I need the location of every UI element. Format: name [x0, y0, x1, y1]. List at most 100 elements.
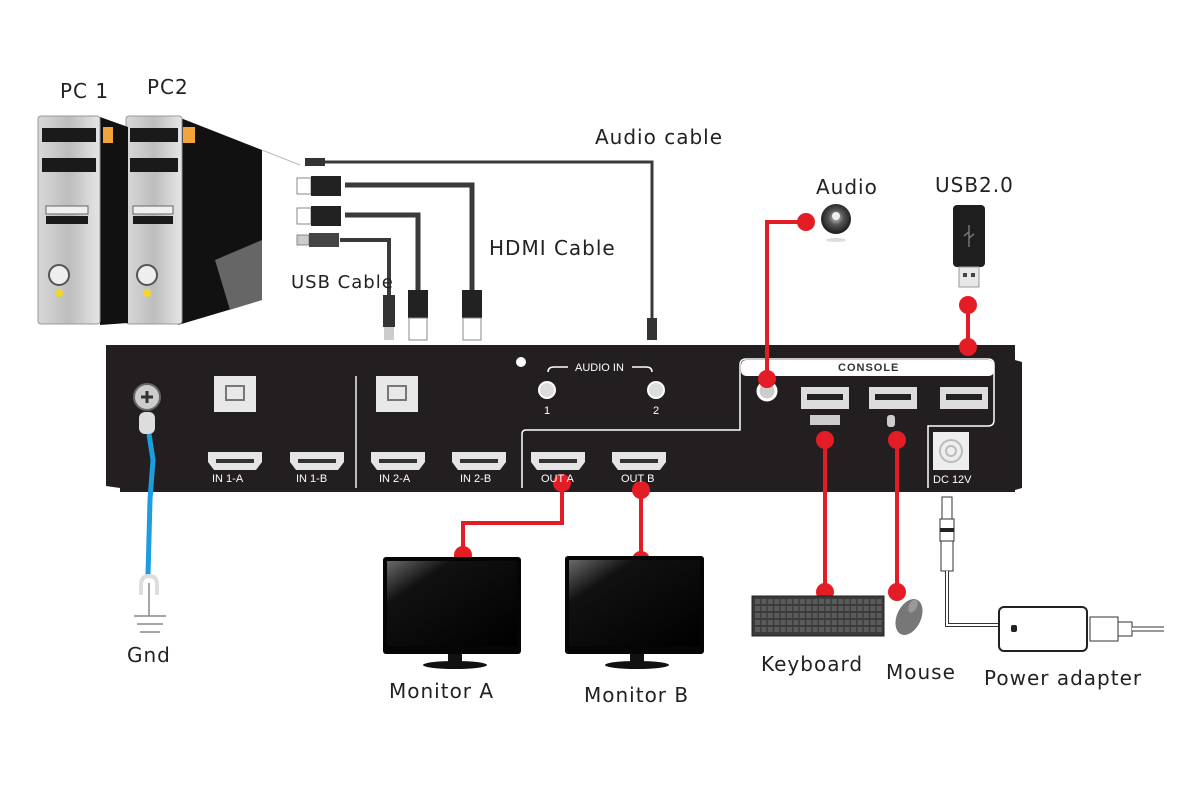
port-label-in1a: IN 1-A — [212, 473, 244, 485]
keyboard-key — [825, 606, 831, 611]
keyboard-key — [876, 620, 882, 625]
keyboard-key — [780, 599, 786, 604]
keyboard-key — [844, 599, 850, 604]
keyboard-key — [774, 606, 780, 611]
audio-cable — [305, 158, 657, 340]
pc-2 — [125, 115, 262, 325]
keyboard-key — [863, 627, 869, 632]
keyboard-key — [799, 606, 805, 611]
port-label-audio-in: AUDIO IN — [575, 362, 624, 374]
keyboard-key — [851, 620, 856, 625]
keyboard-key — [806, 606, 812, 611]
keyboard-key — [799, 627, 805, 632]
label-hdmi-cable: HDMI Cable — [489, 236, 616, 260]
label-gnd: Gnd — [127, 643, 171, 667]
keyboard-key — [876, 613, 882, 618]
keyboard-key — [819, 613, 824, 618]
keyboard-key — [870, 606, 876, 611]
keyboard-key — [761, 599, 767, 604]
keyboard-key — [825, 613, 831, 618]
keyboard-key — [755, 620, 760, 625]
keyboard-key — [831, 613, 837, 618]
speaker-icon — [821, 204, 851, 242]
usb-stick-icon — [953, 205, 985, 288]
label-monitor-b: Monitor B — [584, 683, 690, 707]
keyboard-key — [774, 627, 780, 632]
keyboard-key — [761, 606, 767, 611]
keyboard-key — [857, 627, 863, 632]
keyboard-key — [755, 606, 760, 611]
keyboard-key — [806, 627, 812, 632]
keyboard-key — [761, 627, 767, 632]
keyboard-key — [774, 620, 780, 625]
label-pc2: PC2 — [147, 75, 189, 99]
port-label-outb: OUT B — [621, 473, 655, 485]
keyboard-key — [767, 620, 773, 625]
hdmi-cable-2 — [296, 206, 428, 341]
keyboard-key — [819, 620, 824, 625]
mouse-port-icon — [887, 415, 895, 427]
keyboard-key — [825, 599, 831, 604]
keyboard-key — [876, 599, 882, 604]
keyboard-key — [844, 606, 850, 611]
label-power-adapter: Power adapter — [984, 666, 1143, 690]
keyboard-key — [812, 606, 818, 611]
keyboard-key — [844, 620, 850, 625]
keyboard-key — [767, 606, 773, 611]
port-label-in2a: IN 2-A — [379, 473, 411, 485]
keyboard-key — [825, 620, 831, 625]
keyboard-key — [819, 606, 824, 611]
label-audio: Audio — [816, 175, 878, 199]
label-audio-cable: Audio cable — [595, 125, 724, 149]
keyboard-key — [851, 613, 856, 618]
keyboard-key — [870, 620, 876, 625]
monitor-b-icon — [565, 556, 704, 669]
link-out-a — [461, 490, 564, 555]
label-usb20: USB2.0 — [935, 173, 1014, 197]
port-label-in2b: IN 2-B — [460, 473, 492, 485]
keyboard-key — [870, 599, 876, 604]
keyboard-key — [787, 613, 792, 618]
keyboard-key — [787, 620, 792, 625]
keyboard-key — [831, 599, 837, 604]
keyboard-key — [870, 613, 876, 618]
keyboard-key — [799, 599, 805, 604]
keyboard-key — [857, 613, 863, 618]
hdmi-cable-1 — [296, 176, 482, 341]
keyboard-key — [787, 627, 792, 632]
keyboard-key — [825, 627, 831, 632]
port-label-outa: OUT A — [541, 473, 574, 485]
keyboard-key — [831, 627, 837, 632]
keyboard-key — [761, 613, 767, 618]
port-label-audio-in-1: 1 — [544, 405, 551, 417]
keyboard-key — [780, 620, 786, 625]
label-keyboard: Keyboard — [761, 652, 864, 676]
keyboard-key — [851, 599, 856, 604]
port-label-dc: DC 12V — [933, 474, 972, 486]
keyboard-port-icon — [810, 415, 840, 425]
keyboard-key — [767, 613, 773, 618]
port-label-audio-in-2: 2 — [653, 405, 660, 417]
keyboard-key — [774, 613, 780, 618]
pc-1 — [37, 115, 128, 325]
port-label-in1b: IN 1-B — [296, 473, 328, 485]
keyboard-key — [857, 606, 863, 611]
keyboard-key — [831, 620, 837, 625]
keyboard-key — [876, 627, 882, 632]
keyboard-key — [787, 606, 792, 611]
keyboard-key — [812, 599, 818, 604]
keyboard-key — [863, 606, 869, 611]
label-pc1: PC 1 — [60, 79, 110, 103]
keyboard-key — [838, 606, 844, 611]
keyboard-key — [876, 606, 882, 611]
keyboard-key — [844, 613, 850, 618]
label-usb-cable: USB Cable — [291, 272, 394, 293]
keyboard-key — [819, 627, 824, 632]
keyboard-key — [819, 599, 824, 604]
keyboard-key — [838, 620, 844, 625]
keyboard-key — [857, 620, 863, 625]
keyboard-key — [793, 627, 799, 632]
label-mouse: Mouse — [886, 660, 956, 684]
keyboard-key — [806, 620, 812, 625]
